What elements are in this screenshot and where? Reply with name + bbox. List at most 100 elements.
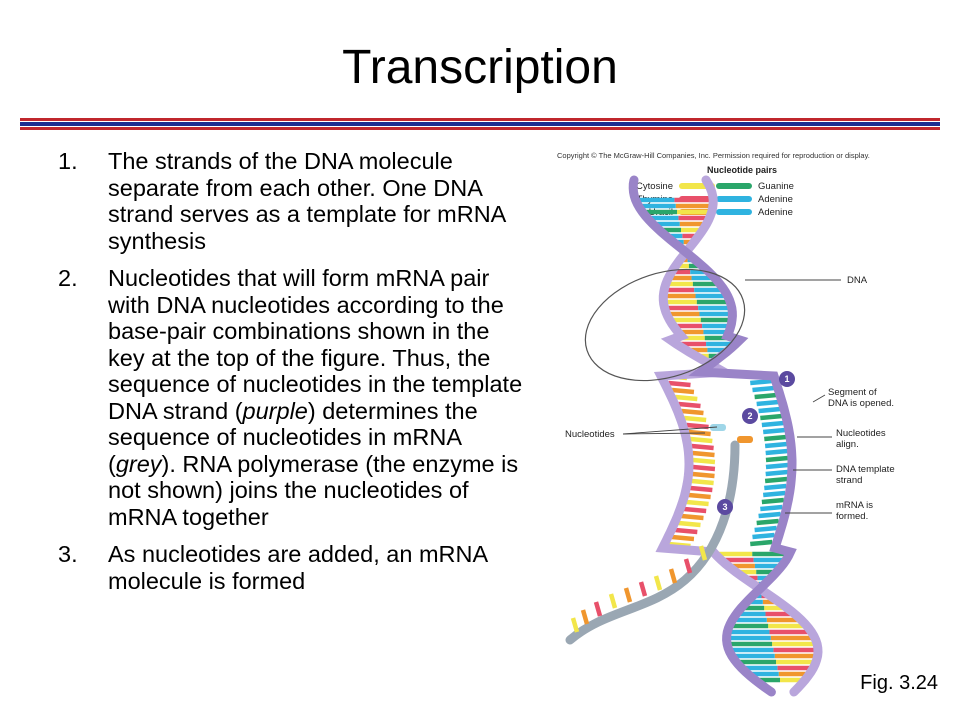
step-item: 3. As nucleotides are added, an mRNA mol…: [58, 541, 528, 594]
mrna-base: [608, 593, 618, 609]
emphasis-grey: grey: [115, 450, 162, 477]
template-base: [692, 464, 716, 472]
transcription-figure: Copyright © The McGraw-Hill Companies, I…: [545, 140, 955, 700]
step-text: Nucleotides that will form mRNA pair wit…: [108, 265, 523, 530]
title-rule-red-bottom: [20, 127, 940, 130]
svg-text:2: 2: [747, 411, 752, 421]
mrna-base: [683, 558, 693, 574]
coding-base: [761, 497, 785, 505]
key-left-label: Cytosine: [636, 181, 673, 192]
key-bar-right: [716, 196, 752, 202]
label-mrna-formed-cont: formed.: [836, 511, 868, 522]
coding-base: [760, 413, 783, 421]
template-base: [692, 450, 715, 458]
step-number: 1.: [58, 148, 78, 174]
mrna-strand: [565, 440, 740, 645]
free-nucleotide: [710, 424, 726, 431]
coding-base: [765, 469, 788, 477]
label-template-strand-cont: strand: [836, 475, 862, 486]
svg-text:3: 3: [722, 502, 727, 512]
step-item: 1. The strands of the DNA molecule separ…: [58, 148, 528, 254]
coding-base: [765, 455, 789, 463]
mrna-base: [593, 601, 603, 617]
template-base: [686, 499, 709, 507]
template-base: [671, 387, 695, 395]
title-rule-red-top: [20, 118, 940, 121]
step-text: As nucleotides are added, an mRNA molecu…: [108, 541, 487, 594]
template-base: [692, 471, 715, 479]
key-bar-right: [716, 183, 752, 189]
step-number: 3.: [58, 541, 78, 567]
template-base: [678, 520, 701, 528]
key-bar-right: [716, 209, 752, 215]
coding-base: [764, 483, 787, 491]
key-right-label: Guanine: [758, 181, 794, 192]
step-marker-2: 2: [742, 408, 758, 424]
slide-title: Transcription: [342, 41, 618, 94]
label-nucleotides-align-cont: align.: [836, 439, 859, 450]
template-base: [691, 478, 714, 486]
coding-base: [764, 434, 787, 442]
coding-base: [752, 532, 775, 540]
template-base: [691, 443, 714, 451]
coding-base: [760, 504, 783, 512]
free-nucleotide: [737, 436, 753, 443]
coding-base: [765, 462, 789, 470]
template-base: [668, 380, 691, 388]
template-base: [683, 415, 707, 423]
mrna-base: [623, 587, 633, 603]
dna-backbone-coding: [628, 175, 797, 697]
step-text: The strands of the DNA molecule separate…: [108, 148, 506, 254]
mrna-base: [698, 545, 708, 561]
coding-base: [764, 476, 788, 484]
template-base: [686, 422, 709, 430]
figure-label: Fig. 3.24: [860, 672, 938, 694]
mrna-base: [653, 575, 663, 591]
coding-base: [756, 399, 779, 407]
mrna-base: [668, 568, 678, 584]
coding-base: [750, 378, 773, 386]
label-template-strand: DNA template: [836, 464, 895, 475]
coding-base: [758, 511, 781, 519]
label-segment-cont: DNA is opened.: [828, 398, 894, 409]
coding-base: [754, 525, 777, 533]
coding-base: [761, 420, 785, 428]
template-base: [678, 401, 701, 409]
dna-backbone-template: [653, 175, 823, 697]
title-rule-blue: [20, 122, 940, 126]
coding-base: [754, 392, 777, 400]
template-base: [690, 436, 713, 444]
coding-base: [750, 539, 773, 547]
template-base: [681, 408, 704, 416]
template-base: [681, 513, 704, 521]
copyright-notice: Copyright © The McGraw-Hill Companies, I…: [557, 151, 870, 160]
template-base: [675, 527, 698, 535]
mrna-base: [580, 609, 590, 625]
template-base: [690, 485, 713, 493]
key-right-label: Adenine: [758, 207, 793, 218]
dna-helix: [565, 175, 823, 697]
mrna-base: [570, 617, 580, 633]
step-number: 2.: [58, 265, 78, 291]
template-base: [675, 394, 698, 402]
label-segment: Segment of: [828, 387, 877, 398]
coding-base: [762, 490, 786, 498]
template-base: [688, 492, 711, 500]
coding-base: [756, 518, 779, 526]
label-mrna-formed: mRNA is: [836, 500, 873, 511]
template-base: [683, 506, 707, 514]
mrna-base: [638, 581, 648, 597]
coding-base: [765, 448, 788, 456]
step-marker-1: 1: [779, 371, 795, 387]
template-base: [692, 457, 716, 465]
label-nucleotides: Nucleotides: [565, 429, 615, 440]
coding-base: [762, 427, 786, 435]
key-right-label: Adenine: [758, 194, 793, 205]
step-item: 2. Nucleotides that will form mRNA pair …: [58, 265, 528, 530]
label-dna: DNA: [847, 275, 868, 286]
coding-base: [752, 385, 775, 393]
template-base: [671, 534, 695, 542]
emphasis-purple: purple: [242, 397, 308, 424]
svg-text:1: 1: [784, 374, 789, 384]
dna-transcription-illustration: Copyright © The McGraw-Hill Companies, I…: [557, 151, 895, 697]
